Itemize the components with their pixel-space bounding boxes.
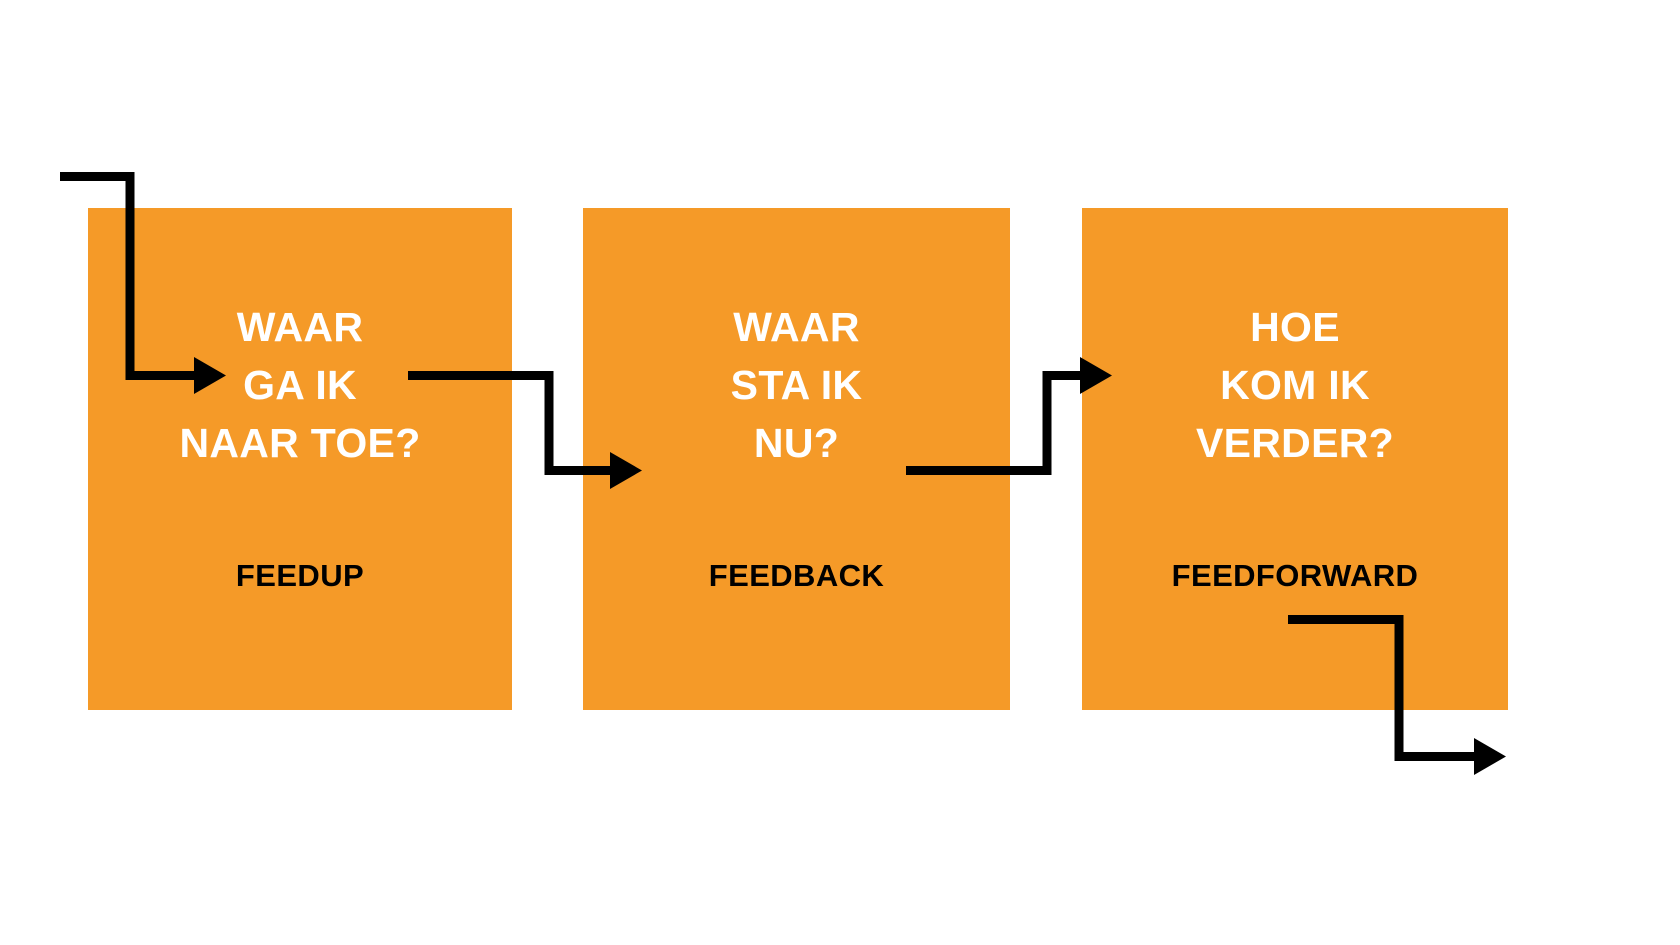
stage-label-feedback: FEEDBACK: [708, 558, 885, 593]
arrowhead-icon-entry-into-feedup: [194, 357, 226, 394]
stage-box-feedup: WAAR GA IK NAAR TOE? FEEDUP: [88, 208, 512, 710]
connector-feedup-to-feedback: [408, 371, 642, 489]
arrowhead-icon-feedup-to-feedback: [610, 452, 642, 489]
connector-feedback-to-feedforward: [906, 357, 1112, 475]
connector-feedforward-exit: [1288, 615, 1506, 775]
arrowhead-icon-feedforward-exit: [1474, 738, 1506, 775]
stage-question-feedup: WAAR GA IK NAAR TOE?: [179, 304, 421, 466]
connector-entry-into-feedup-path: [60, 172, 198, 380]
stage-box-feedback: WAAR STA IK NU? FEEDBACK: [583, 208, 1010, 710]
stage-box-feedforward: HOE KOM IK VERDER? FEEDFORWARD: [1082, 208, 1508, 710]
stage-label-feedup: FEEDUP: [235, 558, 365, 593]
connector-entry-into-feedup: [60, 172, 226, 394]
connector-feedback-to-feedforward-path: [906, 371, 1084, 475]
stage-label-feedforward: FEEDFORWARD: [1171, 558, 1419, 593]
arrowhead-icon-feedback-to-feedforward: [1080, 357, 1112, 394]
stage-question-feedback: WAAR STA IK NU?: [730, 304, 863, 466]
stage-question-feedforward: HOE KOM IK VERDER?: [1195, 304, 1394, 466]
connector-feedup-to-feedback-path: [408, 371, 614, 475]
connector-feedforward-exit-path: [1288, 615, 1478, 761]
